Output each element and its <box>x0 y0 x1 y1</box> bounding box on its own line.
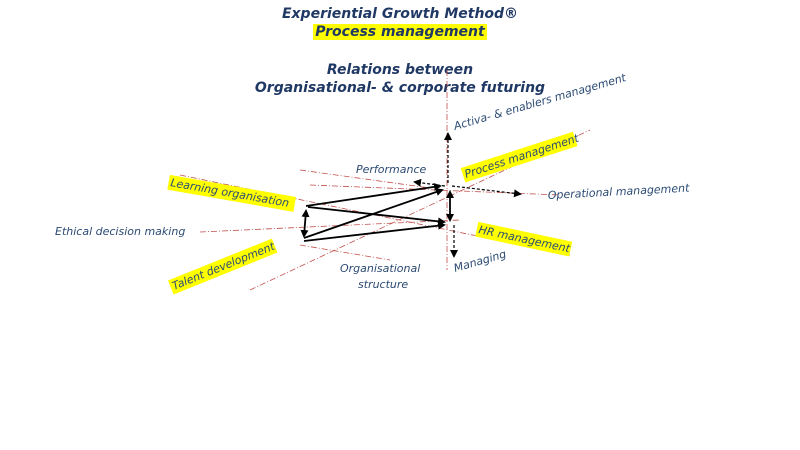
label-process-group: Process management <box>460 131 581 183</box>
label-ethical: Ethical decision making <box>55 225 185 238</box>
arrow-learning-to-hr <box>307 206 446 226</box>
axis-ethical <box>199 219 461 233</box>
arrow-left-performance <box>413 178 446 187</box>
arrow-talent-to-process <box>303 188 444 239</box>
subtitle-line-1: Relations between <box>326 62 474 78</box>
title-line-2-text: Process management <box>313 24 487 40</box>
label-process: Process management <box>463 131 581 180</box>
label-org-structure-1: Organisational <box>340 262 420 275</box>
label-org-structure-2: structure <box>358 278 408 291</box>
label-managing: Managing <box>452 248 507 275</box>
arrow-right-operational <box>451 185 522 198</box>
arrow-learning-talent <box>300 209 310 238</box>
label-operational: Operational management <box>547 182 690 202</box>
arrow-talent-to-hr <box>303 221 446 242</box>
title-line-2: Process management <box>0 24 800 40</box>
label-learning-group: Learning organisation <box>167 174 296 212</box>
label-talent-group: Talent development <box>168 238 278 295</box>
label-performance: Performance <box>356 163 427 176</box>
axis-org-structure <box>299 244 391 261</box>
subtitle-line-2: Organisational- & corporate futuring <box>254 80 546 96</box>
label-activa: Activa- & enablers management <box>451 71 628 133</box>
arrow-learning-to-process <box>305 182 442 207</box>
title-line-1: Experiential Growth Method® <box>281 6 519 22</box>
